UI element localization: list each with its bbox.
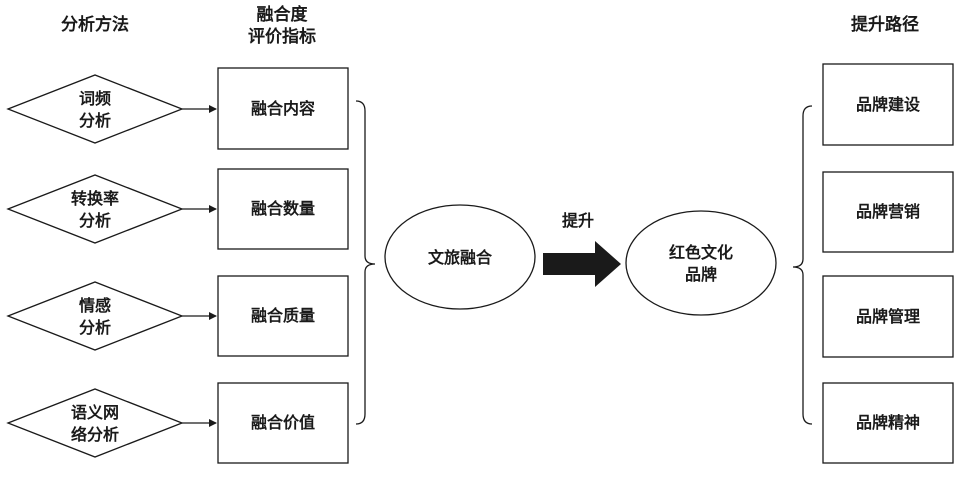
method-4-line2: 络分析 [71, 425, 119, 444]
indicator-box-2: 融合数量 [217, 168, 349, 250]
target-ellipse: 红色文化 品牌 [625, 210, 777, 316]
method-diamond-3: 情感 分析 [6, 281, 184, 351]
method-2-line2: 分析 [79, 211, 111, 230]
path-box-1: 品牌建设 [822, 63, 954, 146]
indicator-4-label: 融合价值 [251, 413, 315, 432]
method-2-line1: 转换率 [71, 189, 119, 208]
indicators-bracket [355, 100, 376, 425]
path-4-label: 品牌精神 [856, 413, 920, 432]
source-label: 文旅融合 [428, 248, 493, 267]
method-diamond-2: 转换率 分析 [6, 174, 184, 244]
method-3-line1: 情感 [79, 296, 111, 315]
path-2-label: 品牌营销 [856, 202, 920, 221]
arrow-label: 提升 [562, 211, 594, 230]
indicator-2-label: 融合数量 [251, 199, 315, 218]
indicator-box-4: 融合价值 [217, 382, 349, 464]
method-4-line1: 语义网 [71, 403, 119, 422]
path-1-label: 品牌建设 [856, 95, 921, 114]
method-1-line1: 词频 [79, 89, 111, 108]
indicator-1-label: 融合内容 [251, 99, 315, 118]
header-methods: 分析方法 [61, 14, 129, 35]
path-3-label: 品牌管理 [856, 307, 920, 326]
path-box-4: 品牌精神 [822, 382, 954, 464]
method-diamond-4: 语义网 络分析 [6, 388, 184, 458]
indicator-box-3: 融合质量 [217, 275, 349, 357]
source-ellipse: 文旅融合 [384, 204, 536, 310]
indicator-3-label: 融合质量 [251, 306, 315, 325]
method-3-line2: 分析 [79, 318, 111, 337]
indicator-box-1: 融合内容 [217, 67, 349, 150]
paths-bracket [792, 105, 813, 425]
method-1-line2: 分析 [79, 111, 111, 130]
target-label-line2: 品牌 [685, 265, 717, 284]
header-indicators-line1: 融合度 [257, 4, 309, 25]
header-paths: 提升路径 [851, 14, 919, 35]
path-box-3: 品牌管理 [822, 275, 954, 358]
path-box-2: 品牌营销 [822, 171, 954, 253]
header-indicators-line2: 评价指标 [248, 26, 316, 47]
target-label-line1: 红色文化 [669, 243, 733, 262]
method-diamond-1: 词频 分析 [6, 74, 184, 144]
upgrade-block-arrow [543, 241, 621, 287]
